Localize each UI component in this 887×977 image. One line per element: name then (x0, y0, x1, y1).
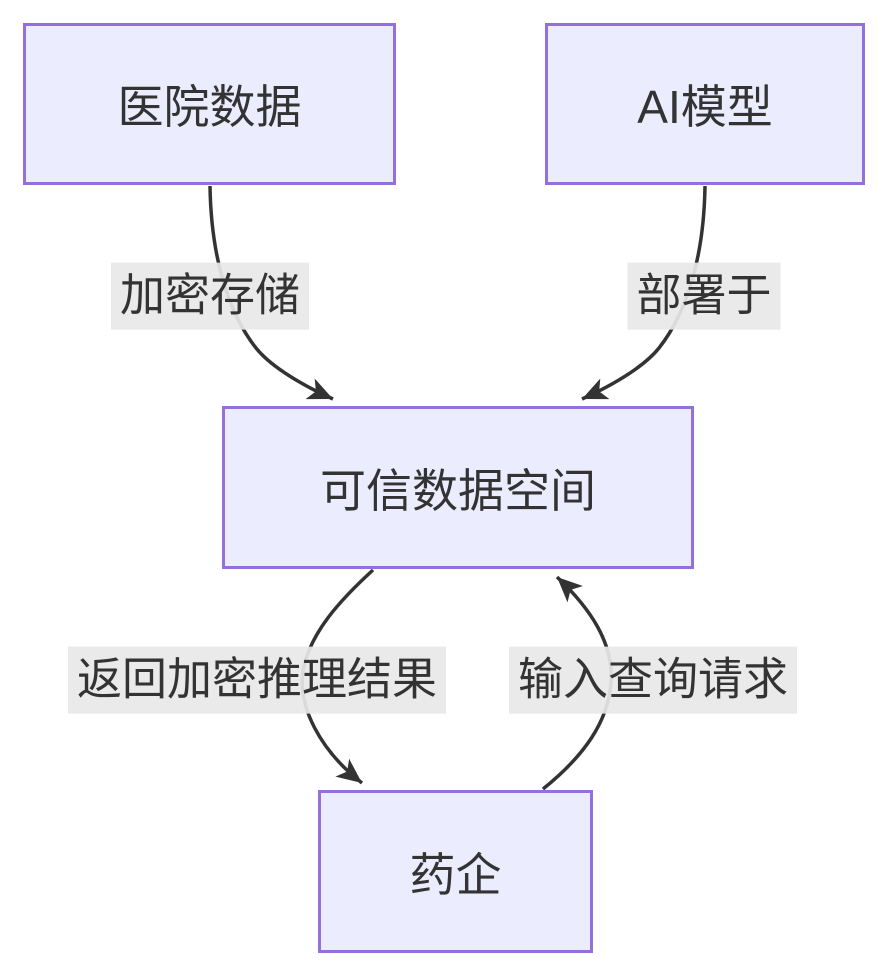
node-pharma-company-label: 药企 (409, 848, 502, 901)
node-pharma-company: 药企 (318, 790, 593, 953)
node-hospital-data-label: 医院数据 (117, 81, 302, 133)
edge-label-deployed-on: 部署于 (627, 262, 781, 330)
edge-label-return-encrypted-result: 返回加密推理结果 (67, 646, 447, 714)
node-trusted-data-space: 可信数据空间 (222, 406, 694, 569)
edge-aimodel-to-tds (581, 185, 707, 401)
node-hospital-data: 医院数据 (23, 23, 396, 185)
edge-hospital-to-tds (208, 185, 334, 401)
node-trusted-data-space-label: 可信数据空间 (320, 464, 596, 517)
node-ai-model: AI模型 (545, 23, 865, 185)
edge-label-input-query-request: 输入查询请求 (508, 646, 798, 714)
node-ai-model-label: AI模型 (637, 81, 773, 133)
edge-label-encrypted-storage: 加密存储 (110, 262, 310, 330)
